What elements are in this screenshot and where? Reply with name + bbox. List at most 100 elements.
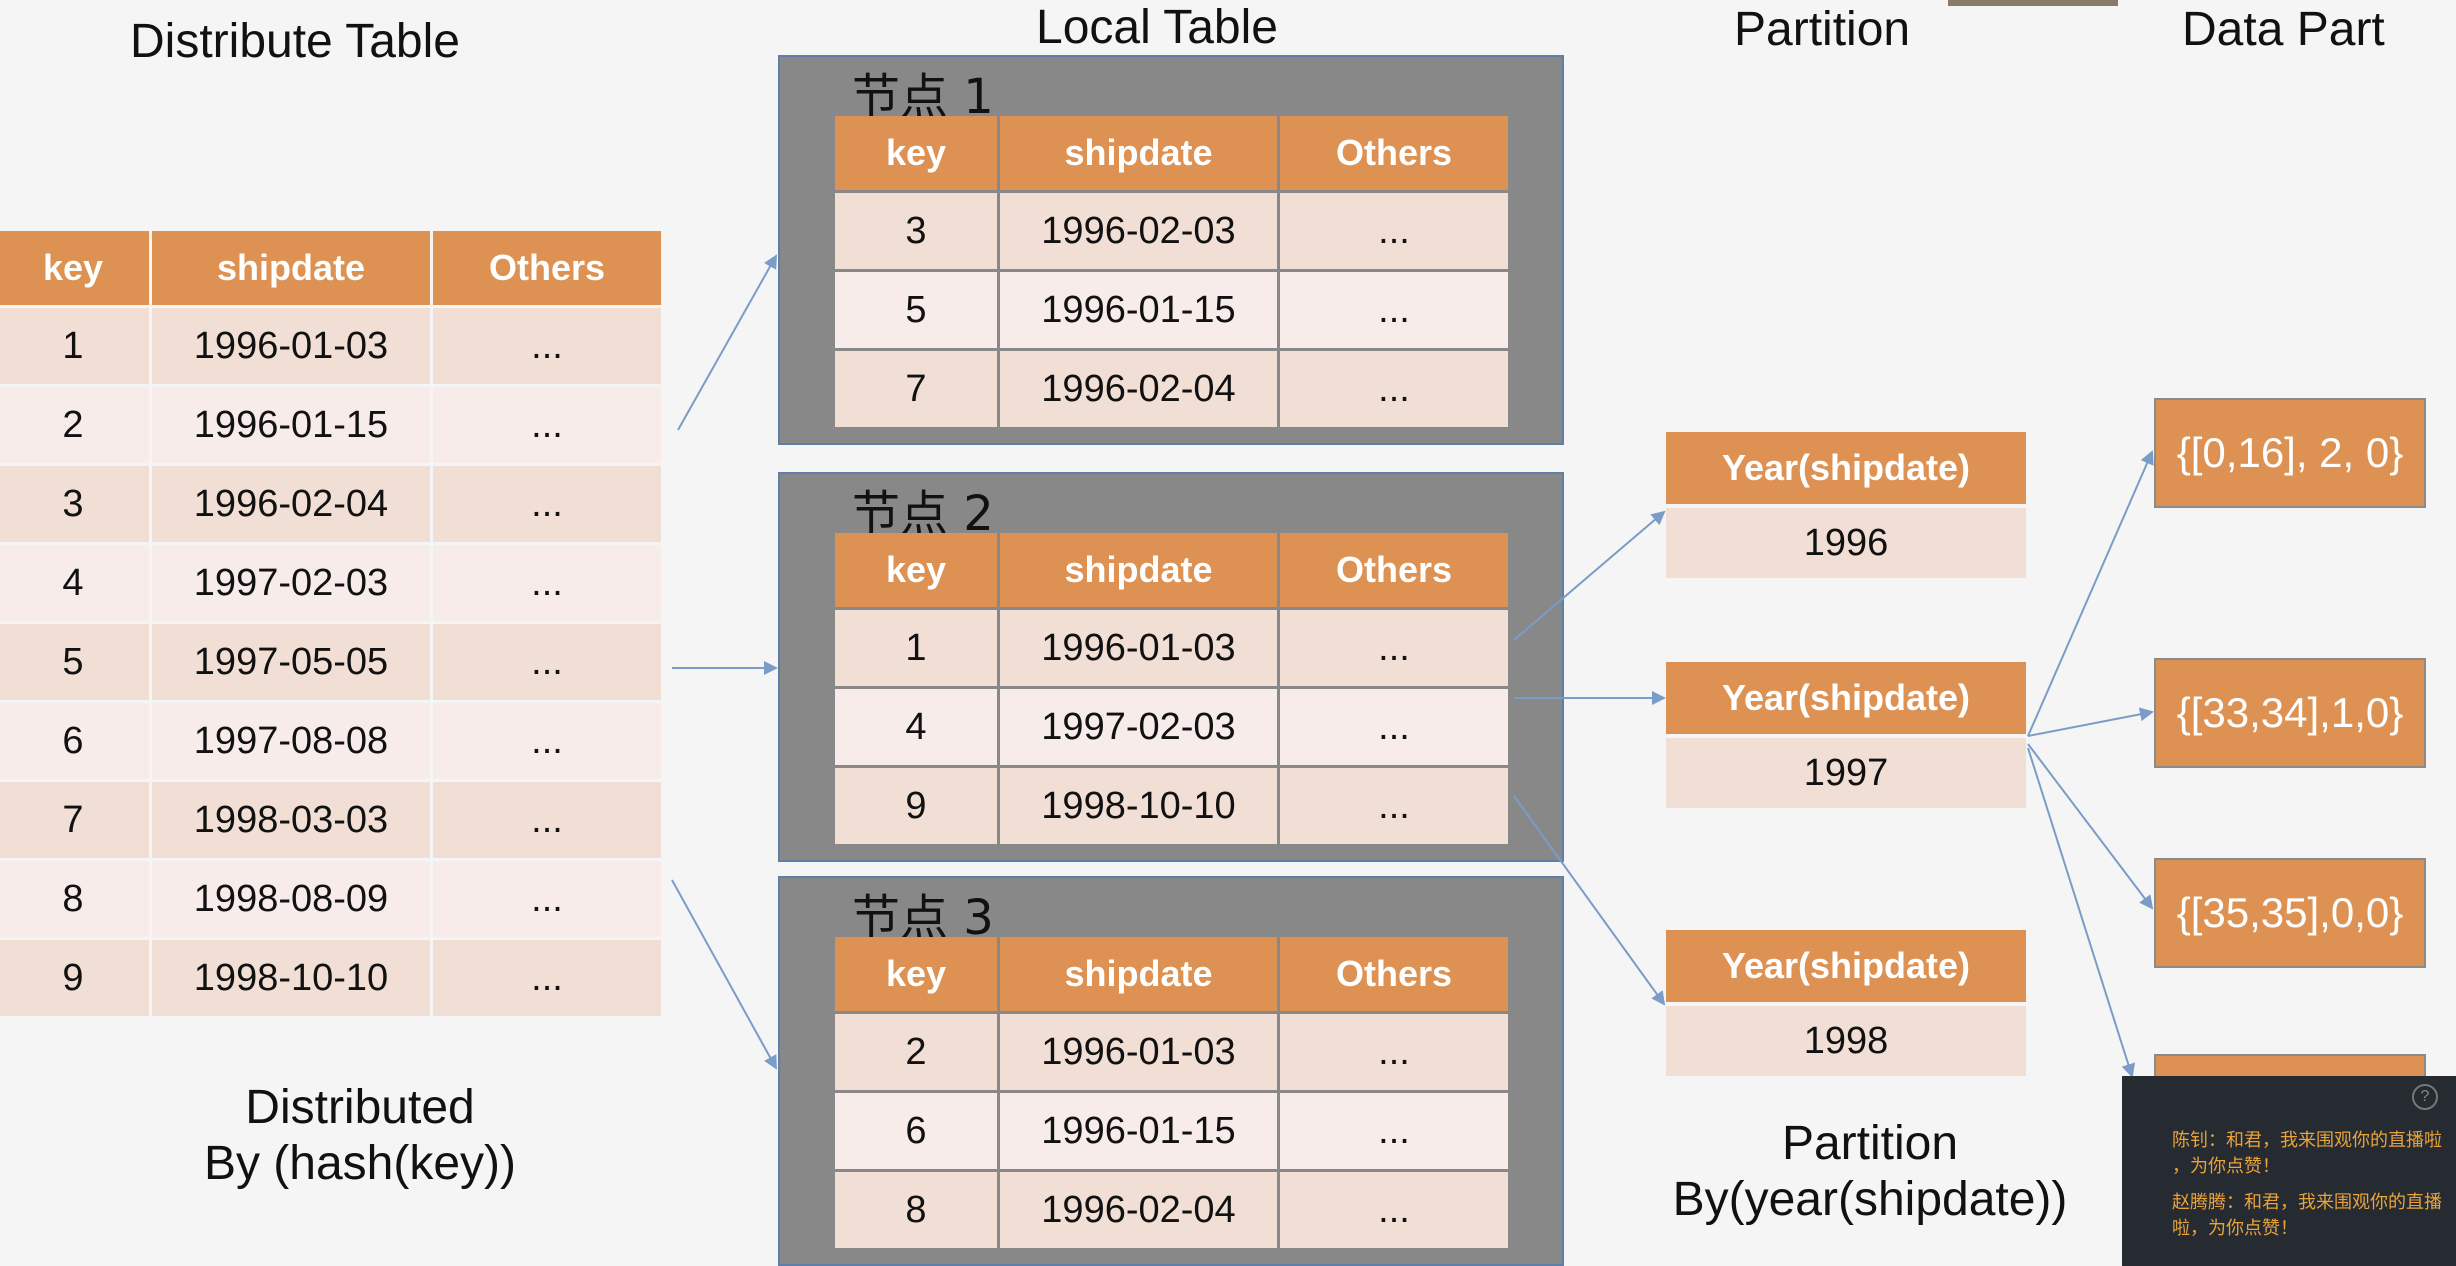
table-cell: ... xyxy=(1280,193,1508,269)
column-header: Others xyxy=(433,231,661,305)
table-cell: 2 xyxy=(835,1014,997,1090)
partition-header: Year(shipdate) xyxy=(1666,930,2026,1002)
table-cell: 9 xyxy=(835,768,997,844)
distributed-caption: Distributed By (hash(key)) xyxy=(150,1080,570,1192)
table-cell: ... xyxy=(433,545,661,621)
table-cell: 1 xyxy=(0,308,149,384)
table-cell: 1998-08-09 xyxy=(152,861,430,937)
table-cell: 2 xyxy=(0,387,149,463)
table-cell: ... xyxy=(1280,610,1508,686)
table-cell: 1996-01-03 xyxy=(1000,1014,1277,1090)
data-part-title: Data Part xyxy=(2182,3,2385,56)
column-header: Others xyxy=(1280,533,1508,607)
table-cell: 1 xyxy=(835,610,997,686)
table-cell: 1998-10-10 xyxy=(152,940,430,1016)
table-cell: ... xyxy=(1280,1093,1508,1169)
arrow-1997-to-part3 xyxy=(2027,743,2154,910)
table-cell: ... xyxy=(1280,1014,1508,1090)
table-cell: 5 xyxy=(835,272,997,348)
chat-message: ，为你点赞！ xyxy=(2172,1156,2280,1177)
partition-1996: Year(shipdate) 1996 xyxy=(1666,432,2026,578)
arrow-1997-to-part2 xyxy=(2027,707,2154,737)
partition-title: Partition xyxy=(1734,3,1911,56)
table-cell: ... xyxy=(1280,351,1508,427)
table-cell: 8 xyxy=(835,1172,997,1248)
table-cell: 1996-02-04 xyxy=(152,466,430,542)
table-cell: 4 xyxy=(0,545,149,621)
data-part-2: {[33,34],1,0} xyxy=(2154,658,2426,768)
table-cell: 1996-02-03 xyxy=(1000,193,1277,269)
node-label: 节点 3 xyxy=(852,890,994,946)
table-cell: 1996-01-03 xyxy=(152,308,430,384)
arrow-node2-to-1996 xyxy=(1513,510,1666,641)
caption-line: By(year(shipdate)) xyxy=(1672,1173,2068,1226)
table-cell: ... xyxy=(433,703,661,779)
table-cell: 7 xyxy=(0,782,149,858)
caption-line: By (hash(key)) xyxy=(203,1137,517,1190)
chat-message: 赵腾腾：和君，我来围观你的直播 xyxy=(2172,1192,2442,1213)
video-thumbnail-strip xyxy=(1948,0,2118,6)
table-cell: 1998-10-10 xyxy=(1000,768,1277,844)
table-cell: ... xyxy=(433,624,661,700)
table-cell: ... xyxy=(1280,1172,1508,1248)
column-header: shipdate xyxy=(1000,533,1277,607)
table-cell: ... xyxy=(1280,689,1508,765)
column-header: Others xyxy=(1280,937,1508,1011)
table-cell: ... xyxy=(1280,272,1508,348)
distribute-table-title: Distribute Table xyxy=(130,15,460,68)
partition-header: Year(shipdate) xyxy=(1666,662,2026,734)
table-cell: 6 xyxy=(835,1093,997,1169)
column-header: key xyxy=(835,937,997,1011)
table-cell: 3 xyxy=(0,466,149,542)
table-cell: 1997-02-03 xyxy=(152,545,430,621)
node-label: 节点 1 xyxy=(852,69,994,125)
partition-1998: Year(shipdate) 1998 xyxy=(1666,930,2026,1076)
chat-message: 啦，为你点赞！ xyxy=(2172,1218,2298,1239)
partition-value: 1996 xyxy=(1666,508,2026,578)
arrow-1997-to-part1 xyxy=(2027,450,2154,737)
table-cell: 1996-02-04 xyxy=(1000,351,1277,427)
chat-message: 陈钊：和君，我来围观你的直播啦 xyxy=(2172,1130,2442,1151)
table-cell: ... xyxy=(433,782,661,858)
live-chat-overlay: ? 陈钊：和君，我来围观你的直播啦 ，为你点赞！ 赵腾腾：和君，我来围观你的直播… xyxy=(2122,1076,2456,1266)
table-cell: 3 xyxy=(835,193,997,269)
help-icon[interactable]: ? xyxy=(2412,1084,2438,1110)
table-cell: 1997-05-05 xyxy=(152,624,430,700)
table-cell: ... xyxy=(1280,768,1508,844)
table-cell: ... xyxy=(433,940,661,1016)
table-cell: ... xyxy=(433,387,661,463)
table-cell: 1996-01-03 xyxy=(1000,610,1277,686)
table-cell: 5 xyxy=(0,624,149,700)
table-cell: 1996-01-15 xyxy=(1000,1093,1277,1169)
partition-value: 1998 xyxy=(1666,1006,2026,1076)
column-header: key xyxy=(0,231,149,305)
column-header: key xyxy=(835,116,997,190)
table-cell: 6 xyxy=(0,703,149,779)
partition-1997: Year(shipdate) 1997 xyxy=(1666,662,2026,808)
table-cell: 1998-03-03 xyxy=(152,782,430,858)
table-cell: 1997-02-03 xyxy=(1000,689,1277,765)
arrow-dist-to-node3 xyxy=(671,879,777,1070)
